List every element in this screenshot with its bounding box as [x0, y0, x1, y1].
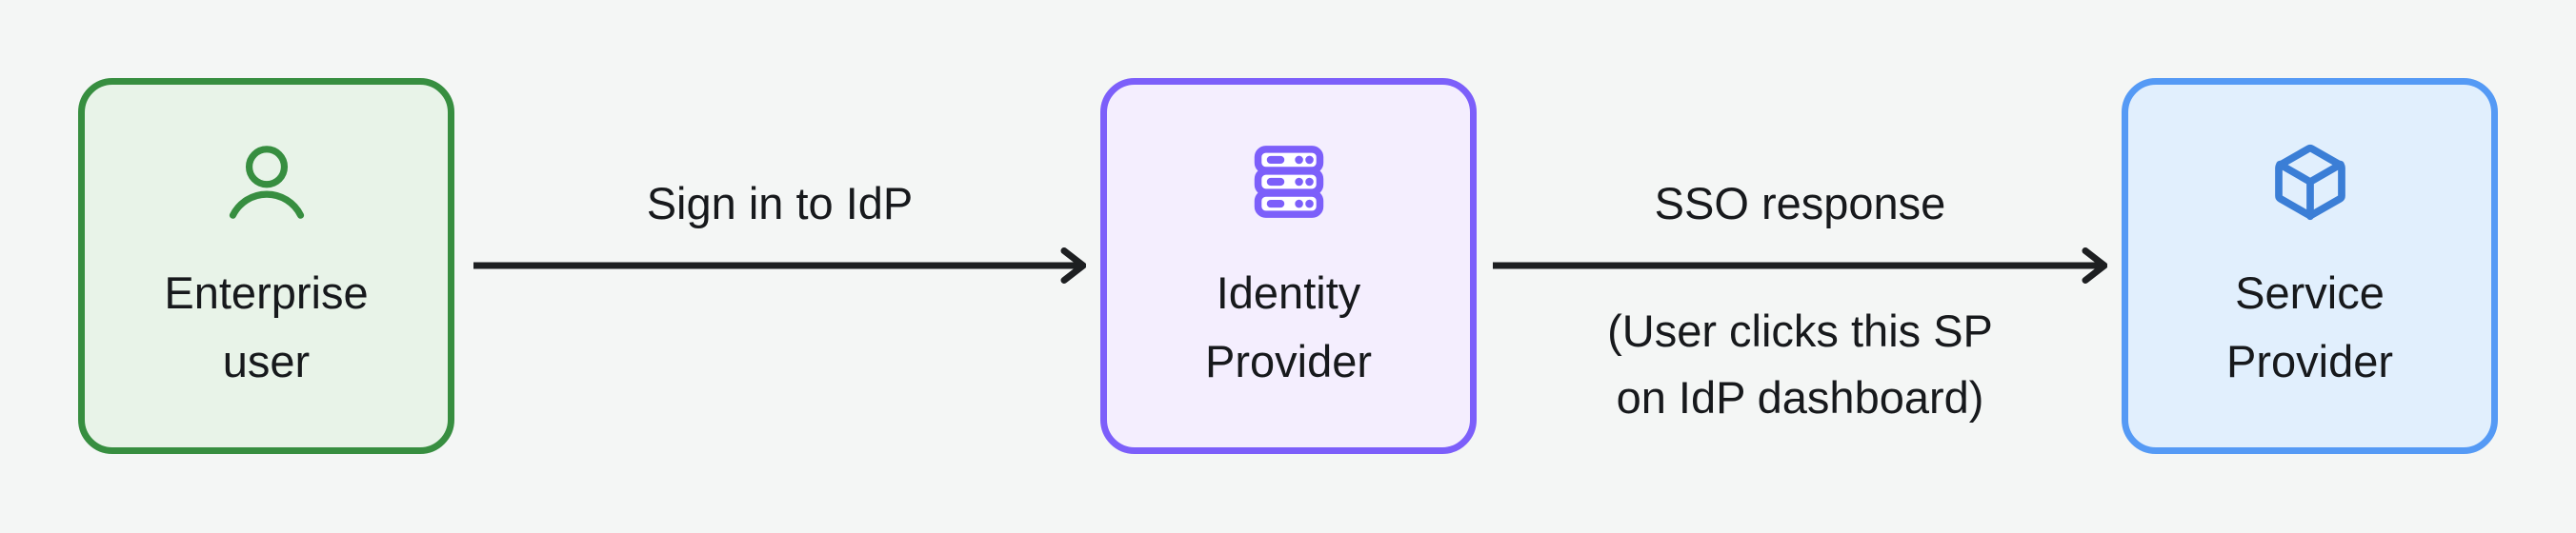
node-identity-provider: Identity Provider — [1100, 78, 1477, 454]
node-label: Enterprise user — [164, 259, 368, 396]
edge-label: SSO response — [1654, 178, 1946, 228]
edge-sublabel: (User clicks this SP on IdP dashboard) — [1607, 298, 1993, 431]
arrow-right-icon — [473, 247, 1086, 284]
node-enterprise-user: Enterprise user — [78, 78, 454, 454]
node-label-line: Identity — [1216, 267, 1361, 318]
node-label-line: Service — [2235, 267, 2385, 318]
node-label-line: Enterprise — [164, 267, 369, 318]
edge-sublabel-line: (User clicks this SP — [1607, 306, 1993, 356]
server-stack-icon — [1249, 143, 1329, 221]
user-icon — [228, 143, 306, 221]
node-label: Service Provider — [2226, 259, 2393, 396]
edge-sign-in-to-idp: Sign in to IdP — [473, 0, 1086, 533]
cube-icon — [2268, 143, 2352, 221]
edge-label: Sign in to IdP — [646, 178, 914, 228]
node-label-line: user — [222, 336, 311, 386]
arrow-right-icon — [1493, 247, 2107, 284]
node-service-provider: Service Provider — [2122, 78, 2498, 454]
node-label: Identity Provider — [1205, 259, 1372, 396]
edge-sublabel-line: on IdP dashboard) — [1616, 372, 1984, 423]
edge-sso-response: SSO response (User clicks this SP on IdP… — [1493, 0, 2107, 533]
node-label-line: Provider — [1204, 336, 1372, 386]
node-label-line: Provider — [2225, 336, 2393, 386]
